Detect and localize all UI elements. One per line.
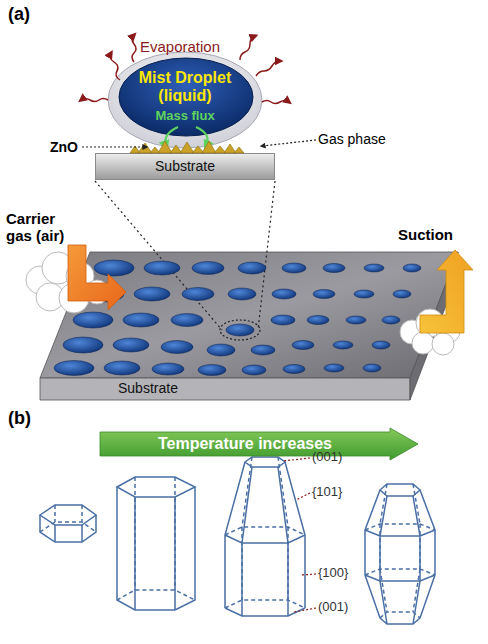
facet-leaders bbox=[283, 458, 316, 612]
squiggle-arrow bbox=[256, 61, 280, 76]
mist-droplet-node: Mist Droplet (liquid) Mass flux bbox=[108, 52, 262, 148]
phase-label: Gas phase bbox=[318, 131, 386, 147]
bipyramid-crystal bbox=[365, 484, 435, 624]
crystal-edge bbox=[40, 515, 96, 542]
slab-top bbox=[40, 252, 458, 378]
crystal-edge bbox=[245, 457, 285, 467]
leader-line bbox=[294, 608, 316, 612]
grain bbox=[214, 146, 226, 153]
crystal-edge bbox=[365, 490, 435, 536]
arrow-body bbox=[100, 428, 418, 460]
arrow-text: Temperature increases bbox=[100, 428, 390, 460]
node-outline bbox=[40, 252, 458, 400]
crystal-edge bbox=[365, 530, 435, 581]
plate-crystal bbox=[40, 505, 96, 542]
hidden-edge bbox=[117, 477, 195, 600]
panel-label: (b) bbox=[8, 408, 31, 429]
crystal-edge bbox=[117, 477, 195, 497]
substrate-label: Substrate bbox=[118, 380, 178, 396]
leader-line bbox=[262, 140, 316, 146]
slab-front bbox=[40, 378, 410, 400]
substrate-label: Substrate bbox=[96, 154, 274, 179]
crystal-edge bbox=[40, 505, 96, 525]
grain bbox=[224, 144, 236, 153]
cloud-puff bbox=[36, 283, 64, 311]
squiggle-arrow bbox=[240, 36, 255, 60]
flow-label: Suction bbox=[398, 226, 453, 243]
liquid-core bbox=[119, 58, 253, 136]
material-label: ZnO bbox=[50, 139, 78, 155]
panel-label: (a) bbox=[8, 4, 30, 25]
flux-label: Mass flux bbox=[125, 109, 245, 124]
process-label: Evaporation bbox=[140, 38, 220, 55]
crystal-edge bbox=[225, 535, 305, 616]
crystal-edge bbox=[225, 462, 305, 543]
gas-envelope bbox=[108, 52, 262, 148]
facet-label: {101} bbox=[312, 485, 342, 500]
squiggle-arrow bbox=[81, 99, 108, 102]
crystal-edge bbox=[365, 575, 435, 624]
leader-line bbox=[283, 458, 310, 461]
leader-line bbox=[82, 146, 146, 147]
leader-line bbox=[301, 574, 316, 575]
prism-crystal bbox=[117, 477, 195, 610]
cloud-puff bbox=[26, 266, 54, 294]
flow-label: Carrier gas (air) bbox=[6, 210, 82, 245]
facet-label: (001) bbox=[318, 600, 348, 615]
hidden-edge bbox=[40, 505, 96, 532]
facet-label: (001) bbox=[312, 450, 342, 465]
crystal-edge bbox=[117, 487, 195, 610]
substrate-block: Substrate bbox=[95, 153, 275, 180]
capped-prism-crystal bbox=[225, 457, 305, 616]
facet-label: {100} bbox=[318, 566, 348, 581]
droplet-title: Mist Droplet (liquid) bbox=[125, 69, 245, 106]
slab-side bbox=[410, 252, 458, 400]
hidden-edge bbox=[225, 457, 305, 608]
squiggle-arrow bbox=[262, 101, 289, 104]
hidden-edge bbox=[365, 484, 435, 618]
substrate-slab: Substrate bbox=[40, 252, 458, 400]
temperature-arrow: Temperature increases bbox=[100, 428, 418, 460]
grain bbox=[130, 146, 140, 153]
grain bbox=[138, 143, 152, 153]
crystal-edge bbox=[380, 484, 420, 496]
cloud-puff bbox=[432, 333, 454, 355]
leader-line bbox=[296, 493, 310, 500]
cloud-puff bbox=[42, 252, 74, 284]
squiggle-arrow bbox=[132, 35, 136, 62]
